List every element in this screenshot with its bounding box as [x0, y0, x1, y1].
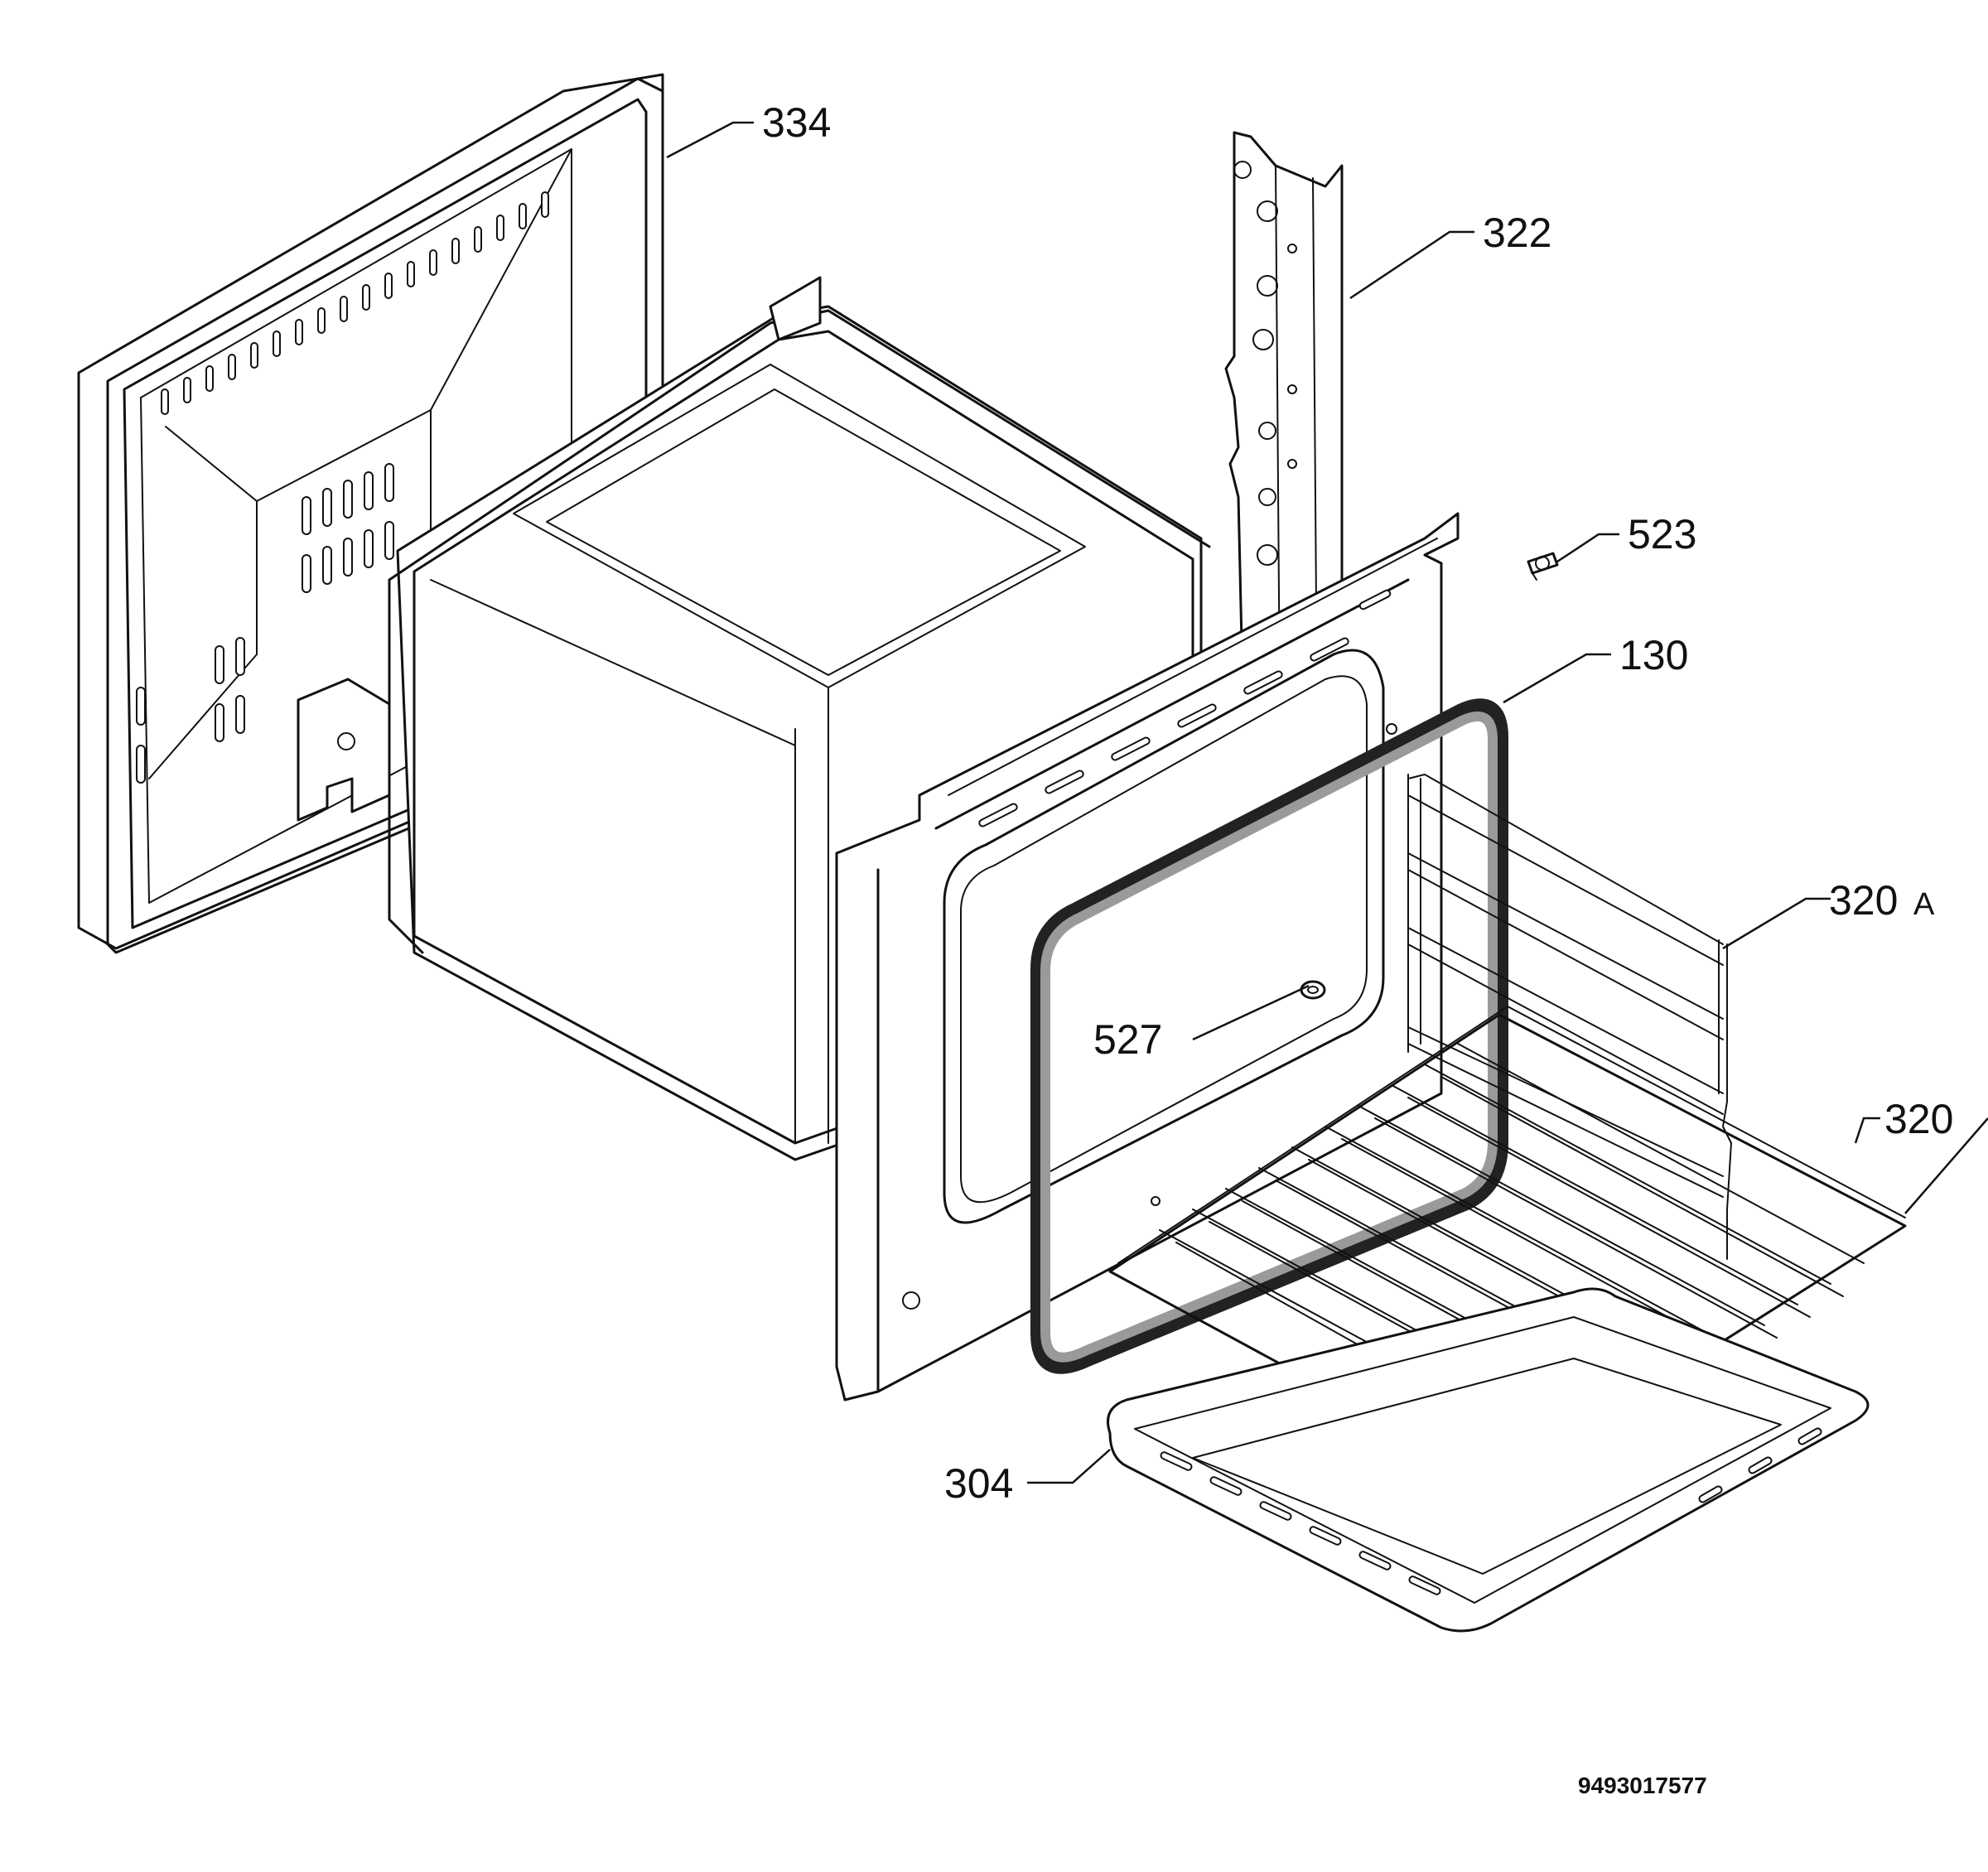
part-320A-shelf-supports: [1407, 774, 1732, 1260]
callout-523: 523: [1628, 511, 1696, 557]
part-304-baking-tray: [1107, 1287, 1870, 1633]
vent-slots: [136, 191, 549, 784]
front-frame: [835, 512, 1460, 1402]
part-527-nut: [1300, 980, 1326, 1000]
callout-322: 322: [1483, 210, 1551, 256]
callout-labels: 334 322 523 130 320 A 527 320 304 949301…: [762, 99, 1953, 1798]
part-322-side-rail: [1224, 131, 1344, 722]
callout-320a-suffix: A: [1913, 887, 1935, 922]
callout-320: 320: [1884, 1096, 1953, 1142]
callout-304: 304: [944, 1460, 1013, 1507]
callout-leaders: [666, 121, 1988, 1484]
part-523-screw: [1527, 552, 1559, 581]
callout-130: 130: [1619, 632, 1688, 678]
document-number: 9493017577: [1578, 1773, 1707, 1798]
callout-334: 334: [762, 99, 831, 146]
callout-527: 527: [1093, 1016, 1162, 1063]
callout-320a: 320: [1829, 877, 1898, 924]
